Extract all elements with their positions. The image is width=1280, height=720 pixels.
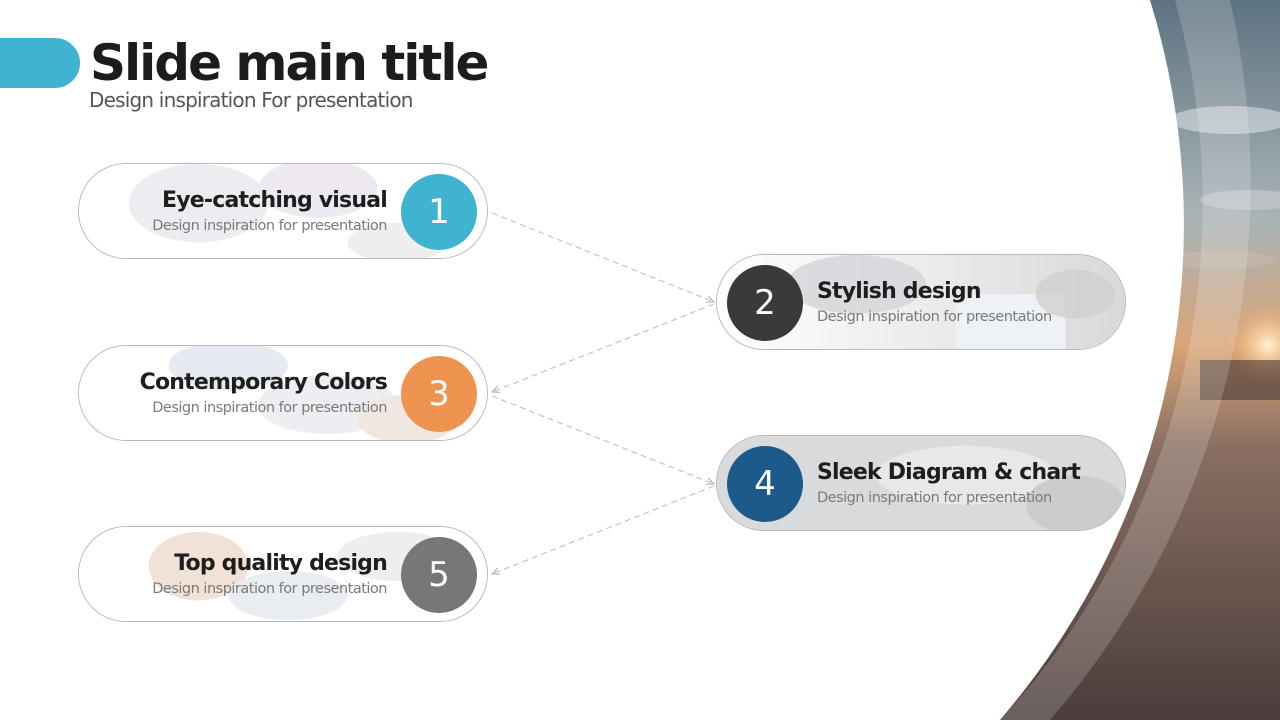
step-heading: Stylish design bbox=[817, 279, 982, 304]
step-description: Design inspiration for presentation bbox=[817, 309, 1052, 325]
step-number-badge-1: 1 bbox=[401, 174, 477, 250]
step-text-2: Stylish design Design inspiration for pr… bbox=[817, 277, 1052, 327]
step-card-3: Contemporary Colors Design inspiration f… bbox=[78, 345, 488, 441]
step-number-badge-3: 3 bbox=[401, 356, 477, 432]
step-number-badge-5: 5 bbox=[401, 537, 477, 613]
step-heading: Contemporary Colors bbox=[139, 370, 388, 395]
step-card-2: 2 Stylish design Design inspiration for … bbox=[716, 254, 1126, 350]
step-card-5: Top quality design Design inspiration fo… bbox=[78, 526, 488, 622]
step-card-1: Eye-catching visual Design inspiration f… bbox=[78, 163, 488, 259]
step-description: Design inspiration for presentation bbox=[152, 581, 387, 597]
step-number-badge-4: 4 bbox=[727, 446, 803, 522]
step-description: Design inspiration for presentation bbox=[817, 490, 1052, 506]
step-card-4: 4 Sleek Diagram & chart Design inspirati… bbox=[716, 435, 1126, 531]
page-subtitle: Design inspiration For presentation bbox=[89, 88, 413, 112]
step-heading: Eye-catching visual bbox=[162, 188, 388, 213]
title-accent-tab bbox=[0, 38, 80, 88]
step-text-3: Contemporary Colors Design inspiration f… bbox=[139, 368, 388, 418]
step-text-4: Sleek Diagram & chart Design inspiration… bbox=[817, 458, 1081, 508]
step-heading: Sleek Diagram & chart bbox=[817, 460, 1081, 485]
step-heading: Top quality design bbox=[174, 551, 388, 576]
step-text-5: Top quality design Design inspiration fo… bbox=[152, 549, 388, 599]
step-text-1: Eye-catching visual Design inspiration f… bbox=[152, 186, 388, 236]
connector-3-4 bbox=[491, 395, 714, 484]
step-description: Design inspiration for presentation bbox=[152, 218, 387, 234]
step-description: Design inspiration for presentation bbox=[152, 400, 387, 416]
step-number-badge-2: 2 bbox=[727, 265, 803, 341]
page-title: Slide main title bbox=[90, 34, 489, 92]
connector-4-5 bbox=[492, 485, 715, 574]
connector-1-2 bbox=[491, 212, 714, 302]
connector-2-3 bbox=[492, 303, 715, 392]
